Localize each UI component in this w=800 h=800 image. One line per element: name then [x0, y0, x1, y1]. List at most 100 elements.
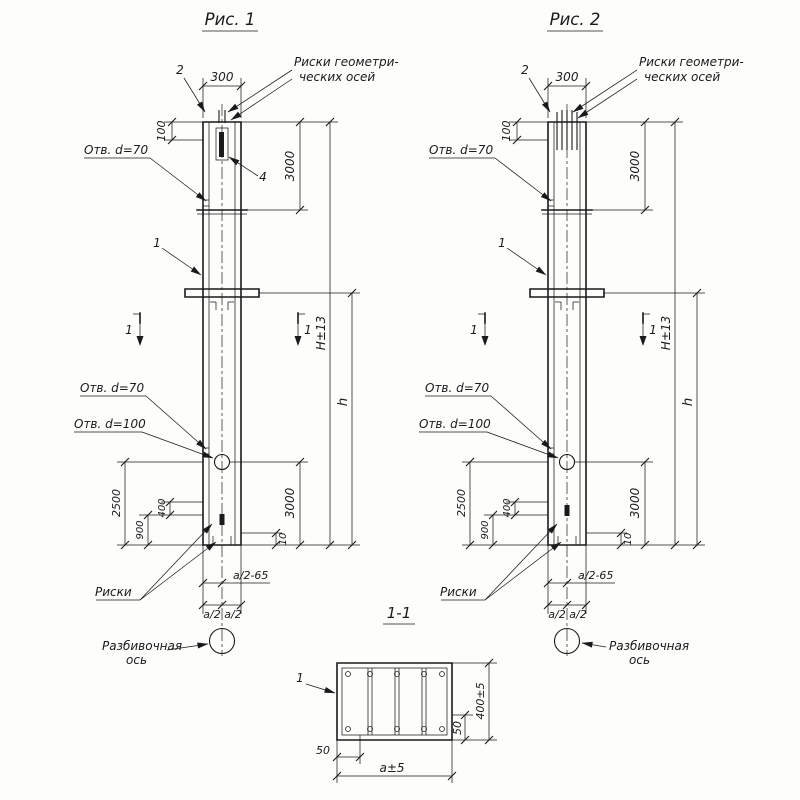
section-dim-50-bottom: 50 [316, 744, 330, 757]
fig2-leader-axes-note-b [577, 78, 638, 119]
section-dim-50-side: 50 [451, 721, 464, 735]
section-ext-dim-lines [336, 662, 497, 783]
fig1-leader-marks-b [139, 541, 217, 601]
fig2-leader-hole-mid [490, 395, 552, 450]
fig2-leader-axes-note-a [572, 69, 638, 113]
fig1-dim-h: h [335, 398, 351, 407]
fig1-leader-hole-bottom [141, 431, 214, 459]
fig2-hole-top-label: Отв. d=70 [429, 143, 493, 157]
fig2-section-mark-right: 1 [649, 323, 657, 337]
section-callout-1: 1 [296, 671, 304, 685]
fig1-section-mark-left: 1 [125, 323, 133, 337]
fig2-callout-2: 2 [521, 63, 529, 77]
fig2-dim-400: 400 [502, 498, 513, 517]
section-title: 1-1 [387, 604, 412, 622]
fig2-dim-a2-65: a/2-65 [578, 569, 613, 582]
section-dim-400: 400±5 [474, 682, 487, 719]
fig1-leader-callout2 [183, 77, 206, 113]
fig2-axes-note-line1: Риски геометри- [639, 55, 744, 69]
fig2-dim-300: 300 [556, 70, 579, 84]
fig2-top-rebar-outlets [556, 110, 578, 150]
fig2-dim-900: 900 [480, 520, 491, 539]
fig1-embedded-detail [215, 127, 229, 161]
fig1-dim-a2-left: a/2 [203, 608, 220, 621]
fig1-dim-900: 900 [135, 520, 146, 539]
fig1-leader-callout4 [228, 156, 259, 177]
fig2-dim-a2-left: a/2 [548, 608, 565, 621]
fig1-axis-circle [208, 627, 236, 655]
fig2-bottom-risk-mark [564, 505, 570, 516]
fig1-hole-d100 [213, 453, 231, 471]
fig1-hole-bottom-label: Отв. d=100 [74, 417, 146, 431]
fig2-leader-hole-bottom [486, 431, 559, 459]
figure-2: Рис. 2 2 300 Риски геометри- ческих осей… [419, 10, 744, 667]
fig2-dim-ticks [465, 81, 702, 610]
fig1-hole-top-label: Отв. d=70 [84, 143, 148, 157]
fig1-dim-a2-65: a/2-65 [233, 569, 268, 582]
fig1-dim-2500: 2500 [110, 489, 123, 517]
fig2-axis-circle [553, 627, 581, 655]
fig2-section-mark-left: 1 [470, 323, 478, 337]
fig1-dim-100: 100 [155, 121, 168, 142]
fig2-dim-3000-top: 3000 [628, 150, 642, 181]
fig2-hole-bottom-label: Отв. d=100 [419, 417, 491, 431]
fig1-dim-a2-right: a/2 [224, 608, 241, 621]
fig2-dim-h: h [680, 398, 696, 407]
fig2-dim-3000-bottom: 3000 [628, 487, 642, 518]
fig2-leader-hole-top [494, 157, 552, 202]
fig1-section-mark-right: 1 [304, 323, 312, 337]
fig1-bottom-risk-mark [219, 514, 225, 525]
fig1-dim-ticks [120, 81, 357, 610]
fig2-leader-callout1 [506, 247, 547, 276]
fig1-axes-note-line1: Риски геометри- [294, 55, 399, 69]
fig1-dim-300: 300 [211, 70, 234, 84]
fig2-axis-label-line1: Разбивочная [609, 639, 689, 653]
section-dim-a: a±5 [379, 761, 404, 775]
fig1-leader-callout1 [161, 247, 202, 276]
fig1-dim-3000-top: 3000 [283, 150, 297, 181]
section-dim-ticks [332, 658, 494, 781]
fig2-callout-1: 1 [498, 236, 506, 250]
fig1-marks-label: Риски [95, 585, 132, 599]
fig2-dim-10: 10 [623, 533, 634, 546]
fig1-leader-axes-note-b [230, 78, 293, 121]
fig2-dim-H: H±13 [659, 316, 673, 350]
fig1-title: Рис. 1 [205, 10, 256, 29]
fig1-leader-hole-mid [145, 395, 207, 450]
fig2-dim-a2-right: a/2 [569, 608, 586, 621]
fig1-dim-10: 10 [278, 533, 289, 546]
fig1-top-risk-ticks [218, 110, 226, 123]
fig1-axes-note-line2: ческих осей [299, 70, 375, 84]
section-inner-lines [341, 623, 448, 736]
fig1-callout-2: 2 [176, 63, 184, 77]
fig1-hole-mid-label: Отв. d=70 [80, 381, 144, 395]
fig1-dim-3000-bottom: 3000 [283, 487, 297, 518]
fig1-leader-marks-a [139, 523, 213, 601]
fig2-marks-label: Риски [440, 585, 477, 599]
fig2-leader-marks-b [484, 541, 562, 601]
fig1-embedded-detail-core [219, 132, 224, 157]
fig1-leader-axis-circle [166, 642, 209, 651]
fig2-dim-100: 100 [500, 121, 513, 142]
fig2-axis-label-line2: ось [629, 653, 650, 667]
fig1-callout-4: 4 [259, 170, 267, 184]
section-leader-callout1 [305, 683, 336, 694]
fig1-leader-axes-note-a [227, 69, 293, 113]
fig1-leader-hole-top [149, 157, 207, 202]
fig1-axis-label-line2: ось [126, 653, 147, 667]
fig1-dim-H: H±13 [314, 316, 328, 350]
fig1-axis-label-line1: Разбивочная [102, 639, 182, 653]
section-rebar-dots [345, 671, 445, 732]
fig2-hole-mid-label: Отв. d=70 [425, 381, 489, 395]
fig2-hole-d100 [558, 453, 576, 471]
figure-1: Рис. 1 2 300 Риски геометри- ческих осей… [74, 10, 399, 667]
fig1-dim-400: 400 [157, 498, 168, 517]
fig2-leader-callout2 [528, 77, 551, 113]
fig2-axes-note-line2: ческих осей [644, 70, 720, 84]
fig2-title: Рис. 2 [550, 10, 601, 29]
fig2-leader-marks-a [484, 523, 558, 601]
fig1-callout-1: 1 [153, 236, 161, 250]
